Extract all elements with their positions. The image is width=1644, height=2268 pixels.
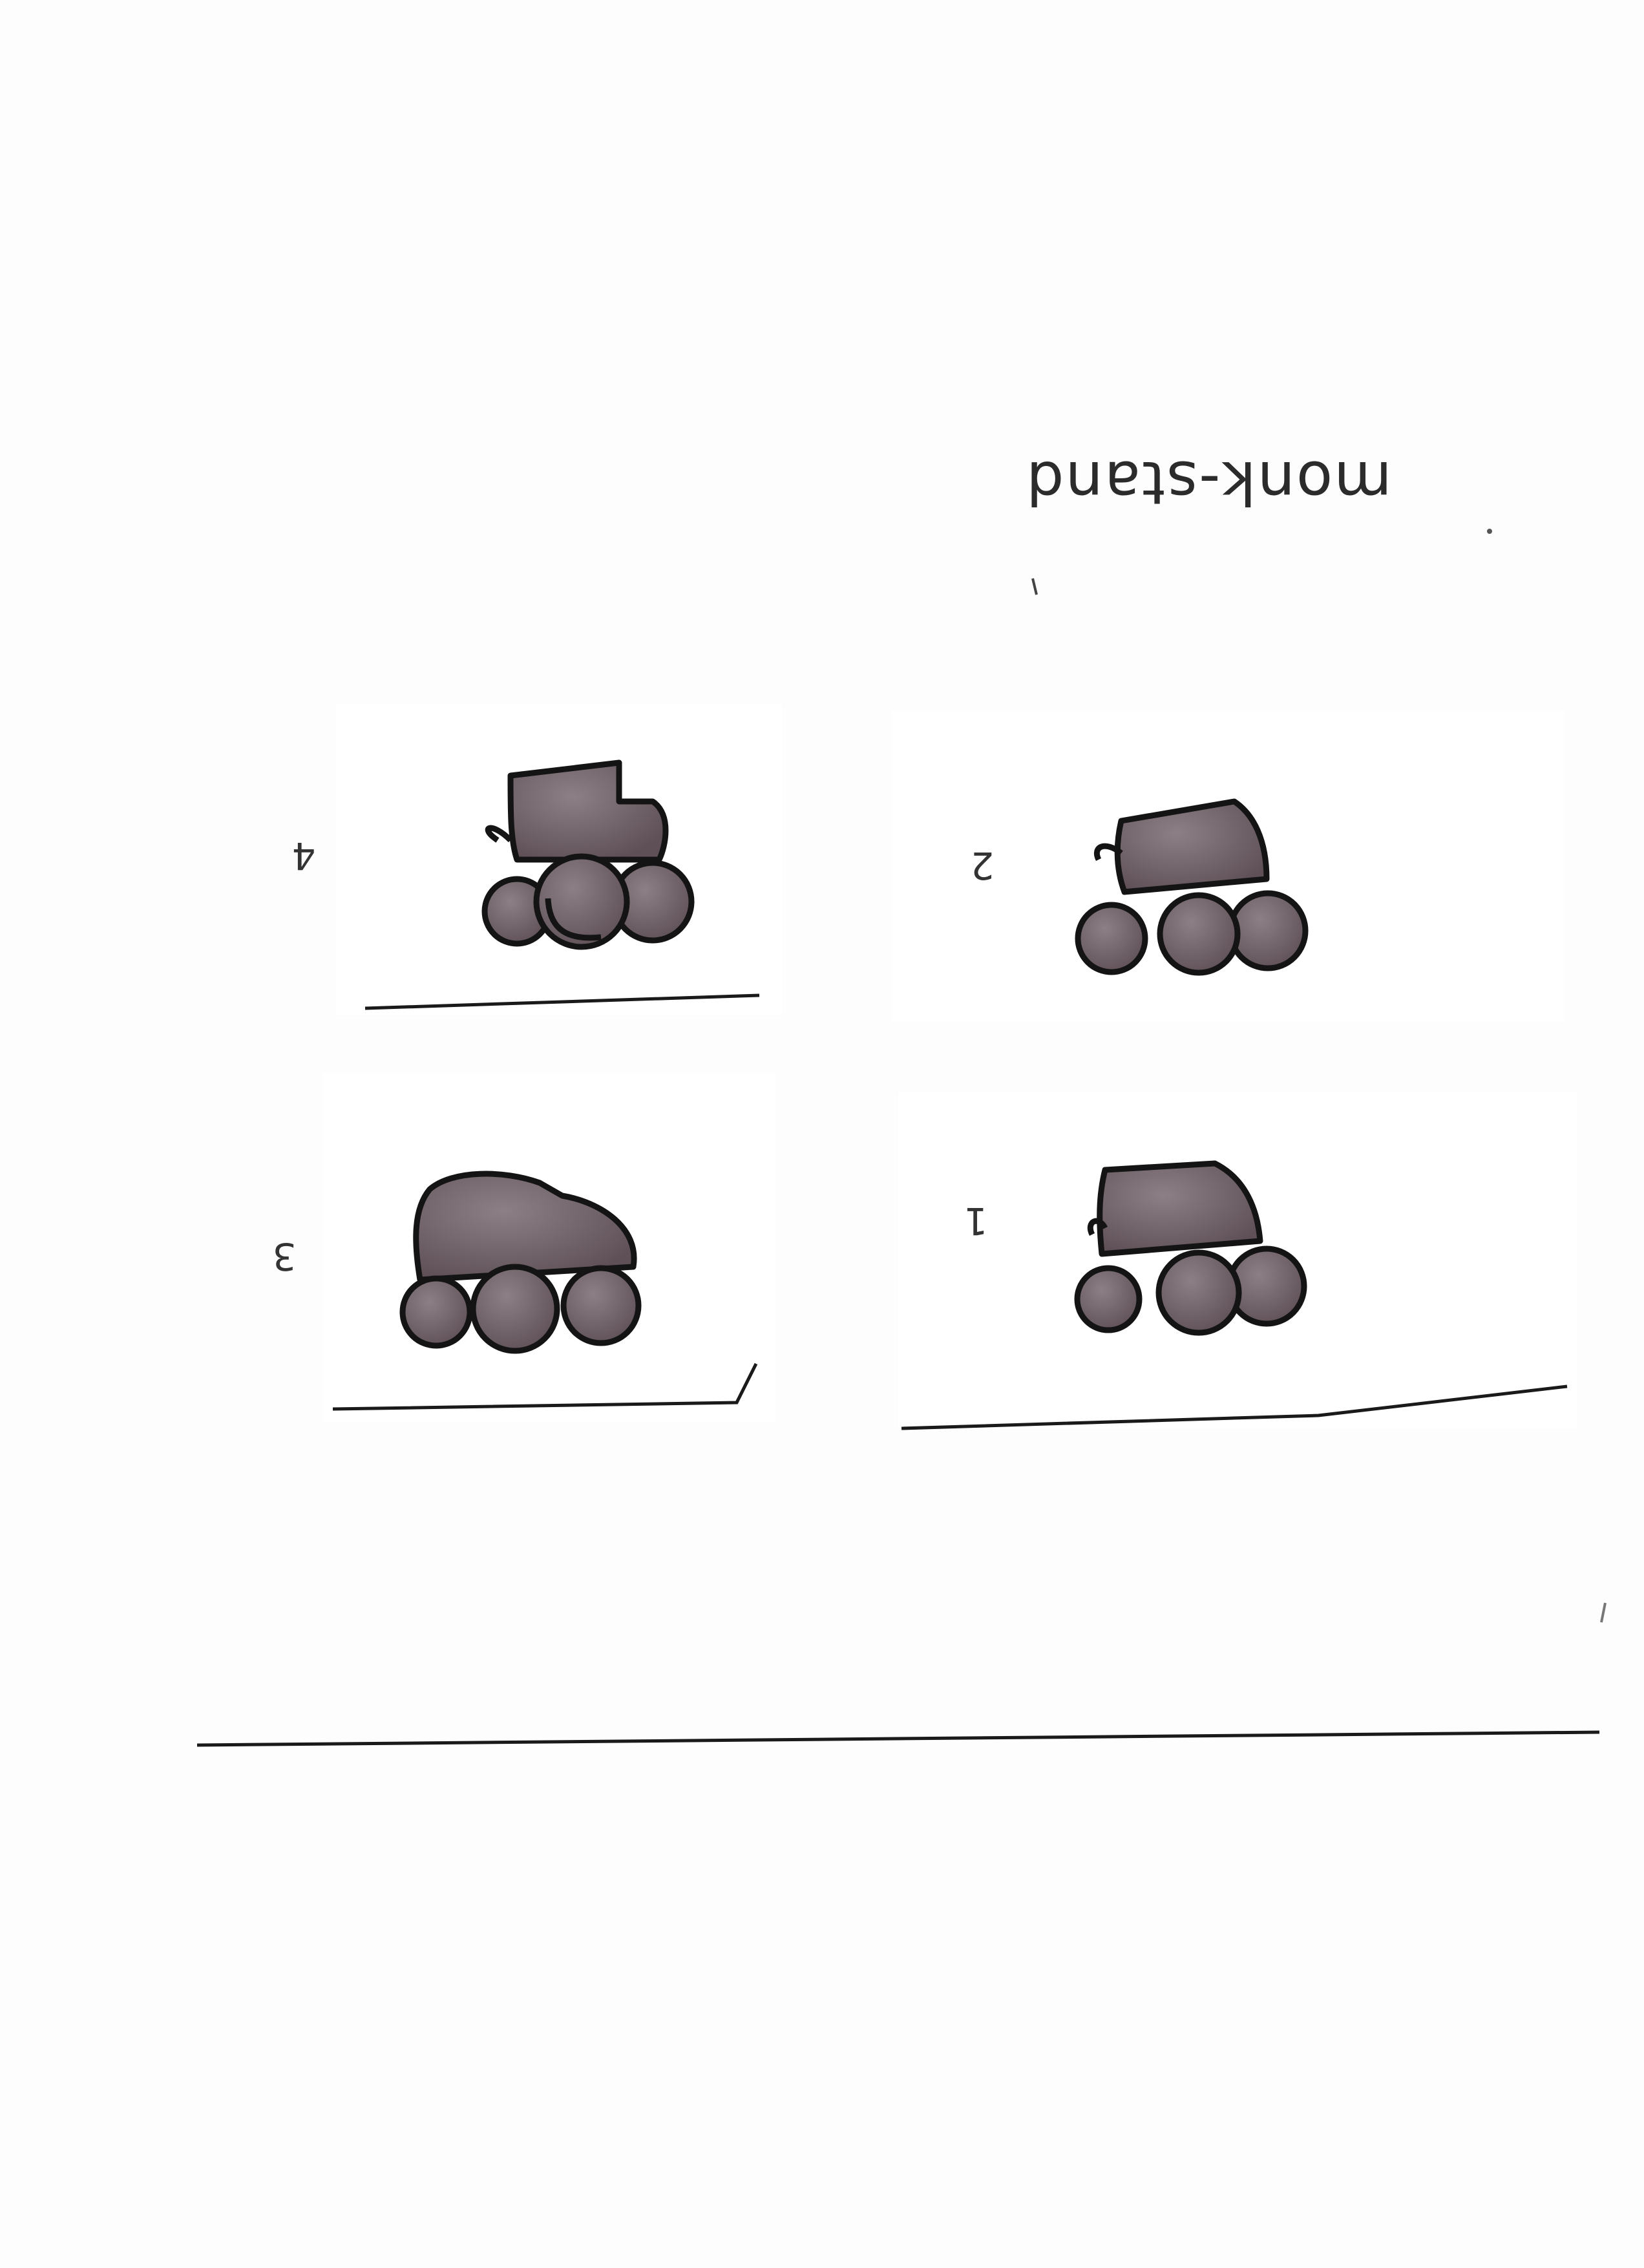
ground-line-4 bbox=[364, 993, 760, 1010]
monk-sprite-frame-2 bbox=[1075, 798, 1309, 976]
monk-sprite-frame-4 bbox=[481, 759, 695, 950]
monk-sprite-frame-1 bbox=[1074, 1160, 1307, 1336]
ground-line-1 bbox=[901, 1384, 1568, 1430]
ground-line-3 bbox=[332, 1362, 758, 1411]
page-baseline bbox=[196, 1730, 1600, 1747]
monk-sprite-frame-3 bbox=[399, 1171, 642, 1354]
stray-dot bbox=[1487, 529, 1492, 534]
stray-edge-mark bbox=[1600, 1602, 1607, 1623]
stray-pencil-mark bbox=[1031, 578, 1038, 595]
